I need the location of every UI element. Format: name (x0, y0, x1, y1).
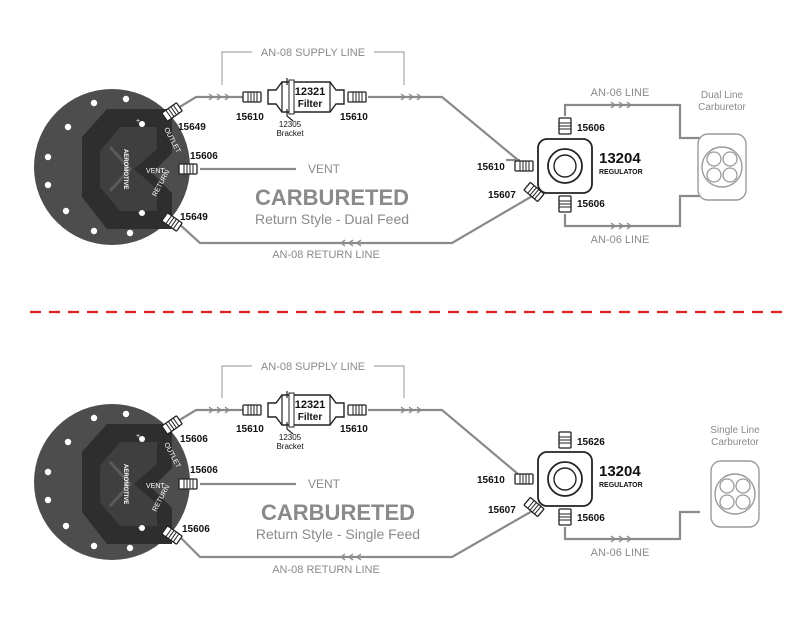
regulator-in-label: 15610 (477, 162, 505, 173)
filter-word: Filter (298, 99, 323, 110)
bracket-word: Bracket (276, 442, 304, 451)
diagram-single-feed: AN-08 SUPPLY LINE AN-08 RETURN LINE VENT… (32, 361, 760, 576)
regulator-in-label: 15610 (477, 475, 505, 486)
vent-label: VENT (308, 162, 341, 176)
vent-fitting (178, 478, 198, 490)
regulator-top-label: 15626 (577, 437, 605, 448)
vent-fitting (178, 163, 198, 175)
supply-bracket-right (374, 51, 405, 85)
carb-label-line1: Dual Line (701, 90, 744, 101)
filter-in-fitting (242, 91, 262, 103)
vent-fitting-label: 15606 (190, 465, 218, 476)
return-line-label: AN-08 RETURN LINE (272, 249, 380, 261)
regulator-bottom-label: 15606 (577, 513, 605, 524)
carb-label-line1: Single Line (710, 425, 760, 436)
an06-line-top (563, 103, 700, 140)
supply-bracket-right (374, 365, 405, 398)
regulator-bottom-label: 15606 (577, 199, 605, 210)
outlet-fitting-label: 15606 (180, 434, 208, 445)
carb-label-line2: Carburetor (698, 102, 746, 113)
an06-line-bottom (563, 194, 700, 228)
regulator-in-fitting (514, 473, 534, 485)
filter-in-label: 15610 (236, 424, 264, 435)
filter-word: Filter (298, 412, 323, 423)
vent-label: VENT (308, 477, 341, 491)
regulator-bottom-fitting (558, 195, 572, 213)
pump-vent-label: VENT (146, 168, 165, 175)
supply-bracket-left (221, 51, 252, 85)
return-line-label: AN-08 RETURN LINE (272, 564, 380, 576)
fuel-pump-module: OUTLET VENT RETURN + - AEROMOTIVE (32, 87, 192, 247)
bracket-number: 12305 (279, 433, 302, 442)
diagram-subtitle: Return Style - Dual Feed (255, 211, 409, 227)
diagram-title: CARBURETED (255, 185, 409, 210)
outlet-fitting (161, 102, 183, 122)
bracket-number: 12305 (279, 120, 302, 129)
pump-plus-label: + (136, 118, 140, 125)
regulator-in-fitting (514, 160, 534, 172)
return-line (177, 194, 535, 245)
filter-out-label: 15610 (340, 112, 368, 123)
diagram-title: CARBURETED (261, 500, 415, 525)
fuel-pressure-regulator (537, 138, 593, 194)
return-line (177, 509, 535, 559)
outlet-fitting-label: 15649 (178, 122, 206, 133)
outlet-fitting (161, 415, 183, 435)
pump-brand-label: AEROMOTIVE (122, 149, 128, 189)
bracket-word: Bracket (276, 129, 304, 138)
fuel-pump-module: OUTLET VENT RETURN + - AEROMOTIVE (32, 402, 192, 562)
an06-bottom-label: AN-06 LINE (591, 234, 650, 246)
an06-line-bottom (563, 510, 700, 541)
return-fitting-label: 15649 (180, 212, 208, 223)
regulator-word: REGULATOR (599, 482, 643, 489)
single-line-carburetor (710, 460, 760, 528)
fuel-pressure-regulator (537, 451, 593, 507)
regulator-word: REGULATOR (599, 169, 643, 176)
pump-plus-label: + (136, 433, 140, 440)
supply-line-b (368, 95, 519, 161)
diagram-subtitle: Return Style - Single Feed (256, 526, 420, 542)
dual-line-carburetor (697, 133, 747, 201)
carb-label-line2: Carburetor (711, 437, 759, 448)
filter-in-fitting (242, 404, 262, 416)
an06-bottom-label: AN-06 LINE (591, 547, 650, 559)
filter-in-label: 15610 (236, 112, 264, 123)
diagram-dual-feed: AN-08 SUPPLY LINE AN-08 RETURN LINE VENT… (32, 47, 747, 261)
filter-out-fitting (347, 404, 367, 416)
regulator-top-fitting (558, 117, 572, 135)
supply-bracket-left (221, 365, 252, 398)
regulator-bottom-fitting (558, 508, 572, 526)
regulator-return-label: 15607 (488, 505, 516, 516)
supply-line-label: AN-08 SUPPLY LINE (261, 47, 365, 59)
filter-number: 12321 (295, 399, 326, 411)
regulator-number: 13204 (599, 463, 641, 480)
an06-top-label: AN-06 LINE (591, 87, 650, 99)
filter-number: 12321 (295, 86, 326, 98)
regulator-top-fitting (558, 431, 572, 449)
pump-minus-label: - (138, 523, 141, 532)
pump-brand-label: AEROMOTIVE (122, 464, 128, 504)
regulator-return-label: 15607 (488, 190, 516, 201)
pump-vent-label: VENT (146, 483, 165, 490)
filter-out-fitting (347, 91, 367, 103)
vent-fitting-label: 15606 (190, 151, 218, 162)
regulator-number: 13204 (599, 150, 641, 167)
regulator-top-label: 15606 (577, 123, 605, 134)
return-fitting-label: 15606 (182, 524, 210, 535)
filter-out-label: 15610 (340, 424, 368, 435)
pump-minus-label: - (138, 208, 141, 217)
supply-line-b (368, 408, 519, 475)
supply-line-label: AN-08 SUPPLY LINE (261, 361, 365, 373)
